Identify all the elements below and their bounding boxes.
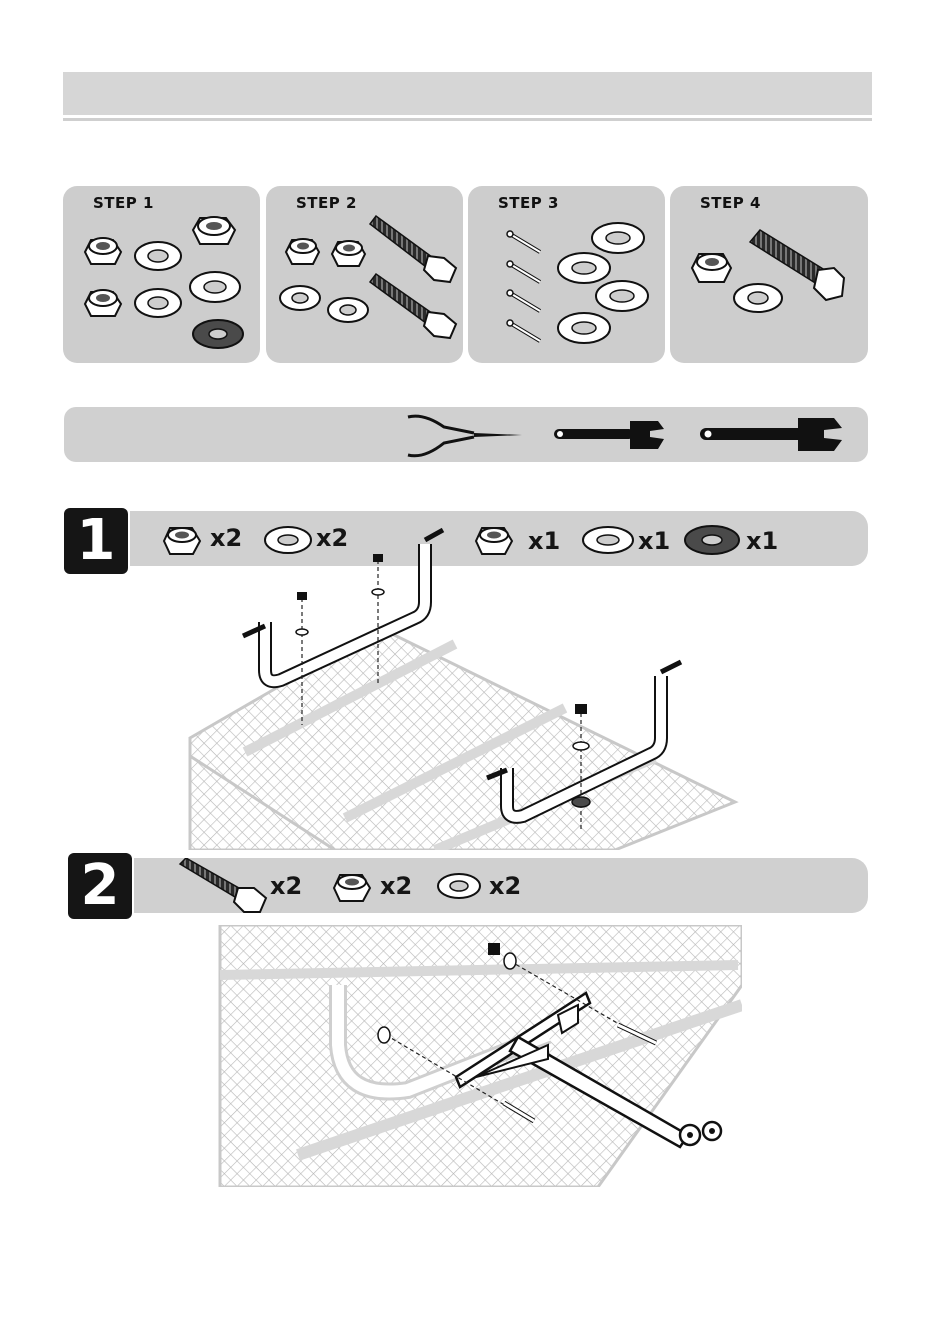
pin-bolt-icon	[507, 320, 540, 341]
tools-bar	[64, 407, 868, 462]
hardware-panel-step-2: STEP 2	[266, 186, 463, 363]
lock-nut-icon	[334, 875, 370, 901]
pin-bolt-icon	[507, 231, 540, 252]
lock-nut-icon	[85, 238, 121, 264]
hardware-panel-step-4: STEP 4	[670, 186, 868, 363]
flat-washer-icon	[328, 298, 368, 322]
flat-washer-icon	[504, 953, 516, 969]
flat-washer-icon	[135, 289, 181, 317]
needle-nose-pliers-icon	[408, 416, 522, 456]
step-3-label: STEP 3	[498, 194, 559, 212]
step-1-number: 1	[64, 508, 128, 574]
step-1-qty: x1	[746, 527, 778, 555]
lock-nut-icon	[488, 943, 500, 955]
lock-nut-icon	[575, 704, 587, 714]
lock-nut-icon	[193, 217, 235, 244]
hex-bolt-icon	[370, 216, 456, 282]
lock-nut-icon	[332, 241, 365, 266]
hardware-panel-step-3: STEP 3	[468, 186, 665, 363]
flat-washer-icon	[372, 589, 384, 595]
step-2-assembly-illustration	[218, 925, 742, 1187]
step-2-qty: x2	[380, 872, 412, 900]
hex-bolt-icon	[370, 274, 456, 338]
large-adjustable-wrench-icon	[700, 418, 842, 451]
step-2-qty: x2	[489, 872, 521, 900]
flat-washer-icon	[296, 629, 308, 635]
flat-washer-icon	[378, 1027, 390, 1043]
flat-washer-icon	[558, 253, 610, 283]
header-divider	[63, 118, 872, 121]
lock-nut-icon	[373, 554, 383, 562]
lock-nut-icon	[692, 254, 731, 282]
pin-bolt-icon	[507, 261, 540, 282]
lock-nut-icon	[286, 239, 319, 264]
flat-washer-icon	[190, 272, 240, 302]
header-bar	[63, 72, 872, 115]
step-2-parts-bar: x2 x2 x2	[134, 858, 868, 913]
small-adjustable-wrench-icon	[554, 421, 664, 449]
step-2-qty: x2	[270, 872, 302, 900]
step-2-label: STEP 2	[296, 194, 357, 212]
lock-nut-icon	[297, 592, 307, 600]
lock-nut-icon	[85, 290, 121, 316]
step-2-number: 2	[68, 853, 132, 919]
cargo-carrier-platform	[220, 925, 742, 1187]
flat-washer-icon	[558, 313, 610, 343]
hex-bolt-icon	[180, 858, 266, 912]
flat-washer-icon	[596, 281, 648, 311]
flat-washer-icon	[280, 286, 320, 310]
pin-bolt-icon	[507, 290, 540, 311]
rubber-washer-icon	[572, 797, 590, 807]
flat-washer-icon	[734, 284, 782, 312]
flat-washer-icon	[438, 874, 480, 898]
flat-washer-icon	[135, 242, 181, 270]
step-1-assembly-illustration	[185, 520, 740, 850]
step-4-label: STEP 4	[700, 194, 761, 212]
step-1-label: STEP 1	[93, 194, 154, 212]
flat-washer-icon	[592, 223, 644, 253]
hardware-panel-step-1: STEP 1	[63, 186, 260, 363]
rubber-washer-icon	[193, 320, 243, 348]
flat-washer-icon	[573, 742, 589, 750]
